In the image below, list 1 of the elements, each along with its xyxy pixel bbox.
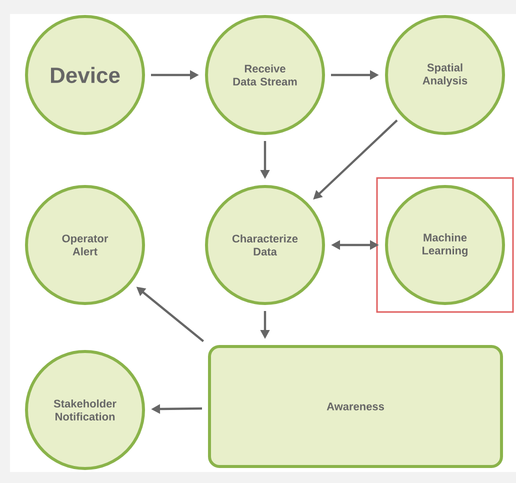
- awareness-box: Awareness: [208, 345, 503, 468]
